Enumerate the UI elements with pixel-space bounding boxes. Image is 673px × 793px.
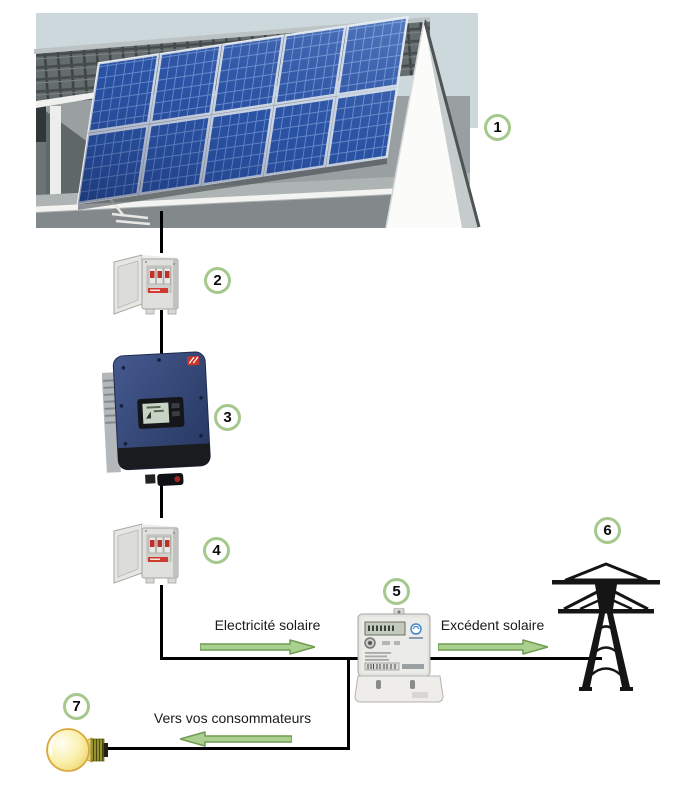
arrow-surplus-right: [438, 639, 548, 655]
energy-meter-illustration: [354, 608, 444, 703]
dc-circuit-breaker-box: [113, 254, 179, 315]
wire-dc-box-to-inverter: [160, 310, 163, 355]
solar-panel-array: [76, 15, 409, 205]
badge-number-2: 2: [213, 272, 222, 289]
badge-consumers: 7: [63, 693, 90, 720]
ac-circuit-breaker-box: [113, 523, 179, 584]
badge-meter: 5: [383, 578, 410, 605]
badge-ac-breaker: 4: [203, 537, 230, 564]
label-excedent-solaire: Excédent solaire: [440, 617, 545, 633]
badge-pylon: 6: [594, 517, 621, 544]
grid-pylon-icon: [552, 562, 660, 691]
wire-branch-down: [347, 657, 350, 750]
badge-number-3: 3: [223, 409, 232, 426]
badge-number-4: 4: [212, 542, 221, 559]
badge-number-1: 1: [493, 119, 502, 136]
label-vers-vos-consommateurs: Vers vos consommateurs: [153, 710, 312, 726]
arrow-solar-electricity-right: [200, 639, 315, 655]
badge-dc-breaker: 2: [204, 267, 231, 294]
house-roof-illustration: [34, 13, 481, 229]
arrow-consumers-left: [180, 731, 292, 747]
badge-solar-panels: 1: [484, 114, 511, 141]
light-bulb-icon: [46, 728, 108, 772]
wire-inverter-to-ac-box: [160, 482, 163, 518]
wire-ac-box-down: [160, 585, 163, 660]
badge-inverter: 3: [214, 404, 241, 431]
badge-number-6: 6: [603, 522, 612, 539]
inverter-illustration: [102, 351, 211, 487]
meter-brand-logo: [410, 623, 422, 635]
badge-number-7: 7: [72, 698, 81, 715]
badge-number-5: 5: [392, 583, 401, 600]
wire-panels-to-dc-box: [160, 211, 163, 253]
label-electricite-solaire: Electricité solaire: [214, 617, 321, 633]
wire-to-bulb: [100, 747, 350, 750]
